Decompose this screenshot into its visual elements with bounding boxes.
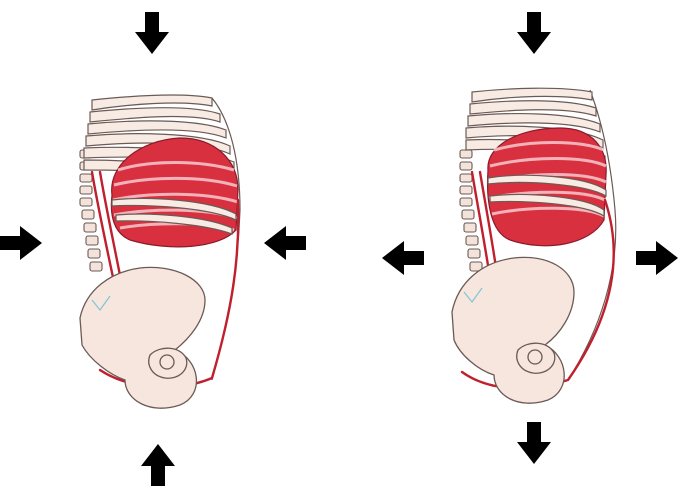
- left-pelvis: [79, 266, 206, 409]
- right-arrow-right-outward: [636, 241, 678, 275]
- right-logo-mark: [463, 287, 483, 303]
- right-pelvis: [451, 256, 575, 404]
- left-arrow-top-down: [135, 12, 169, 54]
- right-arrow-top-down: [517, 12, 551, 54]
- left-logo-mark: [91, 295, 111, 311]
- right-spine: [459, 149, 483, 272]
- left-arrow-bottom-up: [141, 444, 175, 486]
- left-spine: [79, 149, 103, 272]
- left-arrow-left-inward: [0, 226, 42, 260]
- right-diaphragm: [486, 127, 607, 247]
- left-lower-ribs: [111, 197, 237, 235]
- right-body-outline: [567, 89, 617, 381]
- left-arrow-right-inward: [264, 226, 306, 260]
- right-figure: [382, 12, 678, 464]
- right-arrow-left-outward: [382, 241, 424, 275]
- right-lower-ribs: [487, 174, 607, 218]
- right-arrow-bottom-down: [517, 422, 551, 464]
- left-figure: [0, 12, 306, 486]
